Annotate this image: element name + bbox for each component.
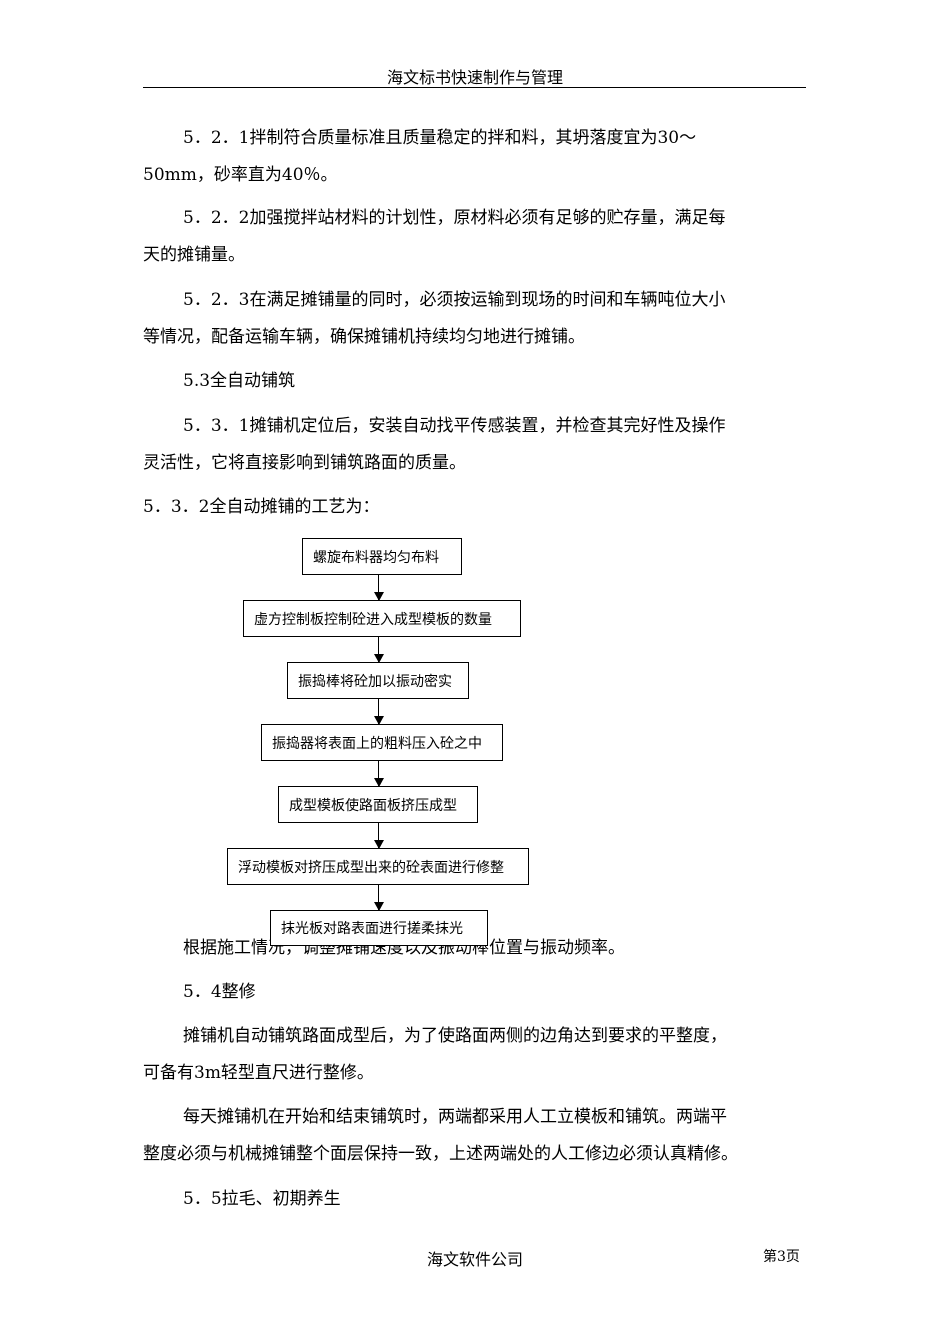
paragraph-5-2-3-line2: 等情况，配备运输车辆，确保摊铺机持续均匀地进行摊铺。 xyxy=(143,327,585,347)
flow-arrow-6 xyxy=(373,885,384,911)
paragraph-5-2-2-line1: 5．2．2加强搅拌站材料的计划性，原材料必须有足够的贮存量，满足每 xyxy=(183,208,726,228)
paragraph-ends-line1: 每天摊铺机在开始和结束铺筑时，两端都采用人工立模板和铺筑。两端平 xyxy=(183,1107,727,1127)
footer-page-number: 第3页 xyxy=(763,1249,800,1265)
paragraph-5-2-1-line2: 50mm，砂率直为40％。 xyxy=(143,165,338,185)
paragraph-5-3-1-line1: 5．3．1摊铺机定位后，安装自动找平传感装置，并检查其完好性及操作 xyxy=(183,416,726,436)
paragraph-5-2-1-line1: 5．2．1拌制符合质量标准且质量稳定的拌和料，其坍落度宜为30～ xyxy=(183,128,697,148)
footer-company: 海文软件公司 xyxy=(426,1250,523,1269)
paragraph-ends-line2: 整度必须与机械摊铺整个面层保持一致，上述两端处的人工修边必须认真精修。 xyxy=(143,1144,738,1164)
flow-step-6-label: 浮动模板对挤压成型出来的砼表面进行修整 xyxy=(238,859,504,876)
page-header-title: 海文标书快速制作与管理 xyxy=(386,68,563,87)
heading-5-4: 5．4整修 xyxy=(183,982,256,1002)
header-rule xyxy=(143,87,806,88)
paragraph-5-3-2: 5．3．2全自动摊铺的工艺为： xyxy=(143,497,380,517)
paragraph-trimming-line2: 可备有3m轻型直尺进行整修。 xyxy=(143,1063,374,1083)
flow-step-6: 浮动模板对挤压成型出来的砼表面进行修整 xyxy=(227,848,529,885)
paragraph-5-2-2-line2: 天的摊铺量。 xyxy=(143,245,245,265)
flow-step-2-label: 虚方控制板控制砼进入成型模板的数量 xyxy=(254,611,492,628)
flow-step-7: 抹光板对路表面进行搓柔抹光 xyxy=(270,910,488,946)
flow-step-1-label: 螺旋布料器均匀布料 xyxy=(313,549,439,566)
flow-step-7-label: 抹光板对路表面进行搓柔抹光 xyxy=(281,921,463,937)
paragraph-trimming-line1: 摊铺机自动铺筑路面成型后，为了使路面两侧的边角达到要求的平整度， xyxy=(183,1026,727,1046)
flow-step-3: 振捣棒将砼加以振动密实 xyxy=(287,662,469,699)
flow-arrow-4 xyxy=(373,761,384,787)
flow-step-1: 螺旋布料器均匀布料 xyxy=(302,538,462,575)
flow-step-5: 成型模板使路面板挤压成型 xyxy=(278,786,478,823)
flow-arrow-5 xyxy=(373,823,384,849)
paragraph-5-2-3-line1: 5．2．3在满足摊铺量的同时，必须按运输到现场的时间和车辆吨位大小 xyxy=(183,290,726,310)
flow-step-4-label: 振捣器将表面上的粗料压入砼之中 xyxy=(272,735,482,752)
heading-5-5: 5．5拉毛、初期养生 xyxy=(183,1189,341,1209)
flow-step-4: 振捣器将表面上的粗料压入砼之中 xyxy=(261,724,503,761)
heading-5-3: 5.3全自动铺筑 xyxy=(183,371,296,391)
flow-arrow-2 xyxy=(373,637,384,663)
flow-step-5-label: 成型模板使路面板挤压成型 xyxy=(289,797,457,814)
paragraph-5-3-1-line2: 灵活性，它将直接影响到铺筑路面的质量。 xyxy=(143,453,466,473)
flow-arrow-3 xyxy=(373,699,384,725)
flow-arrow-1 xyxy=(373,575,384,601)
flow-step-2: 虚方控制板控制砼进入成型模板的数量 xyxy=(243,600,521,637)
flow-step-3-label: 振捣棒将砼加以振动密实 xyxy=(298,673,452,690)
